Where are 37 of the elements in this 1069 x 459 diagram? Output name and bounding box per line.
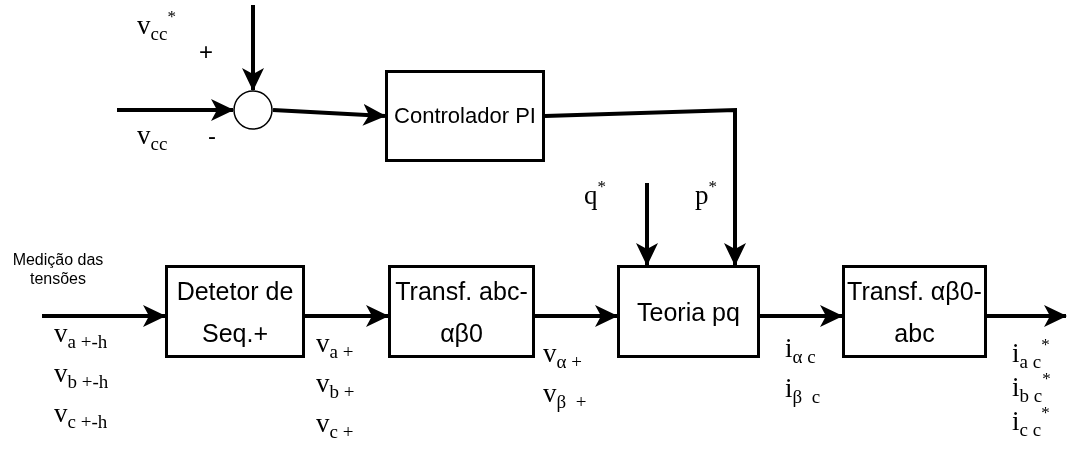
signal-label: v$_{b +-h}$ xyxy=(54,360,109,391)
signal-label: v$_{b +}$ xyxy=(316,370,355,401)
summing-junction-circle xyxy=(233,90,273,130)
arrow xyxy=(305,305,389,327)
process-box xyxy=(165,265,305,358)
signal-label: q$^{*}$ xyxy=(584,178,606,209)
process-box xyxy=(842,265,987,358)
signal-label: v$_{cc}$ xyxy=(137,122,168,153)
block-label: Controlador PI xyxy=(394,102,536,130)
arrow xyxy=(535,305,618,327)
signal-label: v$_{c +-h}$ xyxy=(54,400,108,431)
input-label: Medição das tensões xyxy=(11,250,105,288)
signal-label: v$_{a +}$ xyxy=(316,330,354,361)
arrow xyxy=(42,305,166,327)
arrow xyxy=(242,5,264,91)
arrow xyxy=(987,305,1067,327)
arrow xyxy=(117,99,234,121)
arrow xyxy=(760,305,843,327)
process-box xyxy=(617,265,760,358)
signal-label: v$_{α +}$ xyxy=(543,340,582,371)
block-label: Transf. abc-αβ0 xyxy=(394,275,529,349)
process-box xyxy=(385,70,545,162)
signal-label: p$^{*}$ xyxy=(695,178,717,209)
block-label: Teoria pq xyxy=(637,296,740,328)
plus-sign: + xyxy=(199,40,213,64)
signal-label: v$_{c +}$ xyxy=(316,410,354,441)
arrow xyxy=(272,103,386,126)
arrow xyxy=(636,183,658,266)
block-label: Detetor de Seq.+ xyxy=(175,275,295,349)
minus-sign: - xyxy=(208,124,216,148)
signal-label: i$_{β c}$ xyxy=(785,375,821,406)
block-label: Transf. αβ0-abc xyxy=(847,275,982,349)
arrow xyxy=(544,107,746,266)
signal-label: v$_{β +}$ xyxy=(543,380,587,411)
signal-label: v$_{a +-h}$ xyxy=(54,320,108,351)
signal-label: i$_{α c}$ xyxy=(785,335,816,366)
process-box xyxy=(388,265,535,358)
